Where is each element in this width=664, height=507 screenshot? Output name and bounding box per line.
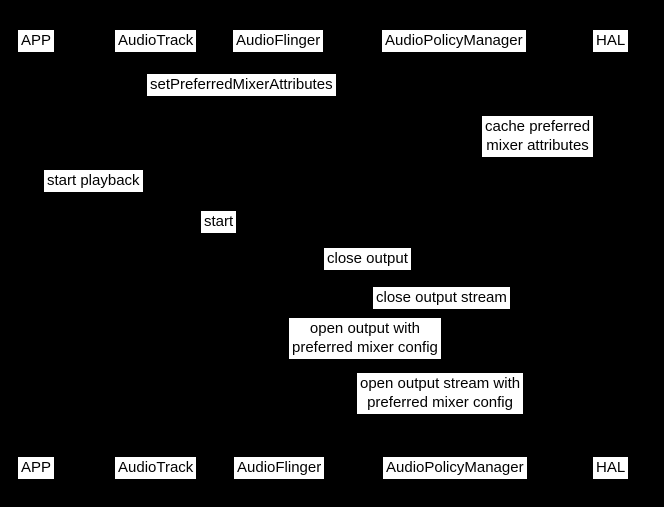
message-cache-preferred-mixer-attributes: cache preferred mixer attributes: [482, 116, 594, 157]
participant-audioflinger-top: AudioFlinger: [233, 30, 324, 52]
participant-audiotrack-top: AudioTrack: [115, 30, 197, 52]
message-start: start: [201, 211, 237, 233]
participant-app-top: APP: [18, 30, 55, 52]
participant-audiotrack-bottom: AudioTrack: [115, 457, 197, 479]
message-close-output: close output: [324, 248, 411, 270]
participant-hal-bottom: HAL: [593, 457, 629, 479]
participant-hal-top: HAL: [593, 30, 629, 52]
message-close-output-stream: close output stream: [373, 287, 510, 309]
participant-audiopolicymanager-bottom: AudioPolicyManager: [383, 457, 527, 479]
participant-audiopolicymanager-top: AudioPolicyManager: [382, 30, 526, 52]
message-open-output-with-preferred-mixer-config: open output with preferred mixer config: [289, 318, 441, 359]
participant-audioflinger-bottom: AudioFlinger: [234, 457, 325, 479]
participant-app-bottom: APP: [18, 457, 55, 479]
message-open-output-stream-with-preferred-mixer-config: open output stream with preferred mixer …: [357, 373, 524, 414]
message-set-preferred-mixer-attributes: setPreferredMixerAttributes: [147, 74, 336, 96]
message-start-playback: start playback: [44, 170, 143, 192]
